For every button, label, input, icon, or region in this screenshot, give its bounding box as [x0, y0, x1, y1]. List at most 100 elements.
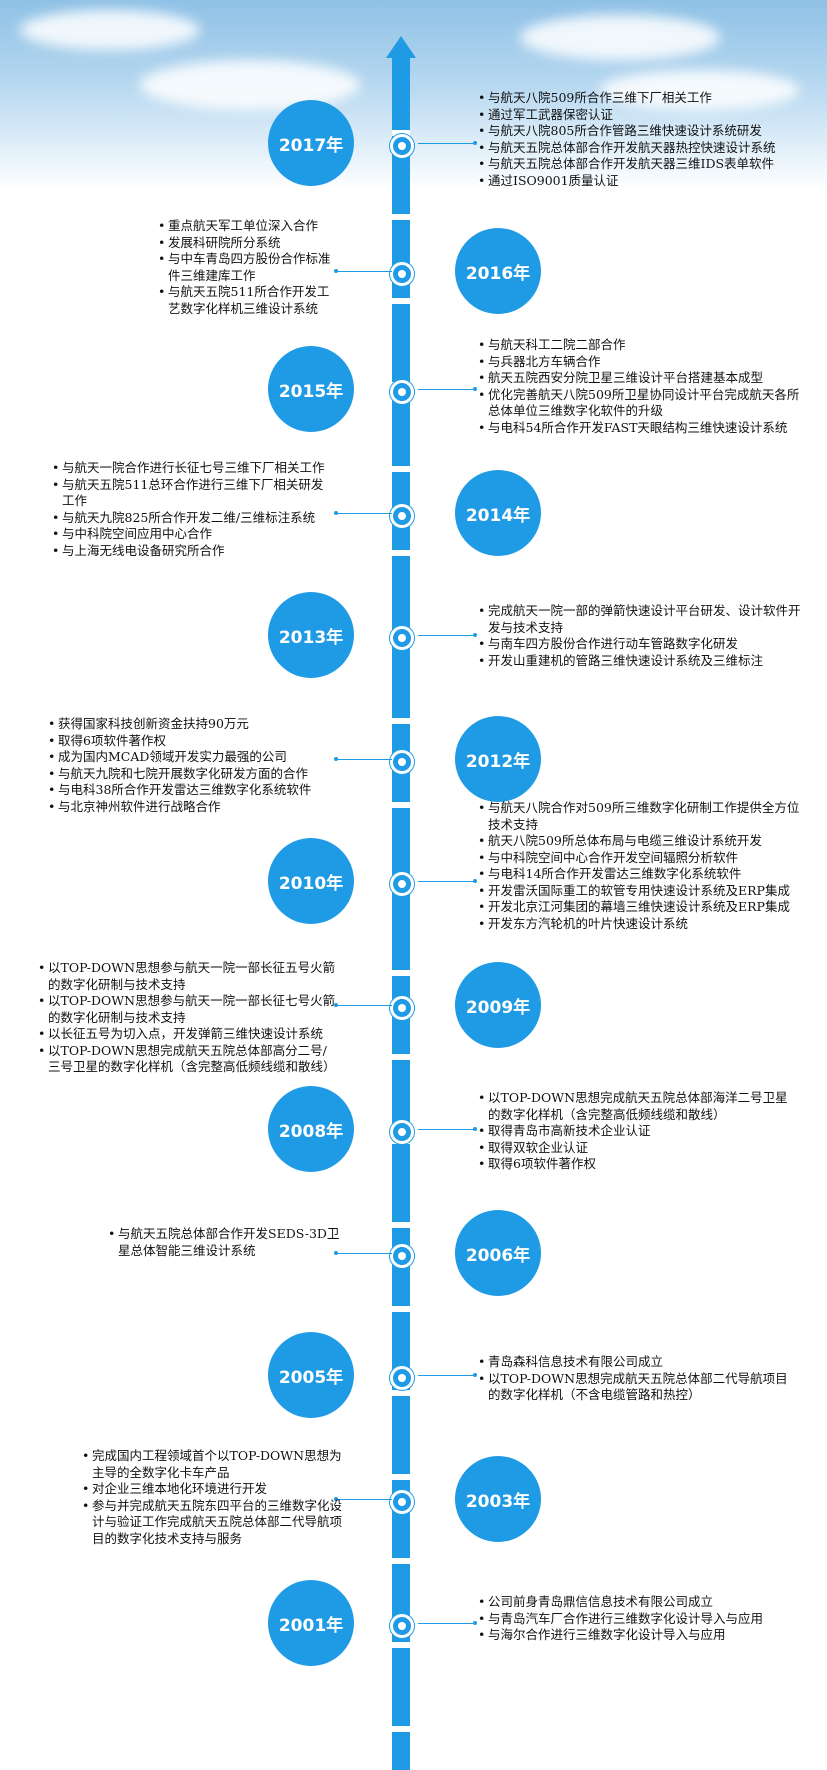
- list-item: 以TOP-DOWN思想完成航天五院总体部二代导航项目的数字化样机（不含电缆管路和…: [478, 1371, 798, 1404]
- list-item: 完成航天一院一部的弹箭快速设计平台研发、设计软件开发与技术支持: [478, 603, 808, 636]
- timeline-node: [390, 996, 414, 1020]
- connector-line: [336, 1253, 392, 1254]
- connector-dot: [473, 879, 477, 883]
- list-item: 取得6项软件著作权: [48, 733, 348, 750]
- timeline-node: [390, 1366, 414, 1390]
- year-badge: 2009年: [455, 962, 541, 1048]
- event-list: 公司前身青岛鼎信信息技术有限公司成立 与青岛汽车厂合作进行三维数字化设计导入与应…: [478, 1594, 808, 1644]
- event-list: 重点航天军工单位深入合作 发展科研院所分系统 与中车青岛四方股份合作标准件三维建…: [158, 218, 338, 317]
- list-item: 青岛森科信息技术有限公司成立: [478, 1354, 798, 1371]
- list-item: 以长征五号为切入点，开发弹箭三维快速设计系统: [38, 1026, 338, 1043]
- year-badge: 2015年: [268, 346, 354, 432]
- timeline-node: [390, 872, 414, 896]
- event-list: 获得国家科技创新资金扶持90万元 取得6项软件著作权 成为国内MCAD领域开发实…: [48, 716, 348, 815]
- event-list: 与航天八院509所合作三维下厂相关工作 通过军工武器保密认证 与航天八院805所…: [478, 90, 808, 189]
- connector-dot: [334, 511, 338, 515]
- list-item: 与上海无线电设备研究所合作: [52, 543, 332, 560]
- list-item: 与航天五院总体部合作开发航天器热控快速设计系统: [478, 140, 808, 157]
- year-badge: 2005年: [268, 1332, 354, 1418]
- list-item: 取得青岛市高新技术企业认证: [478, 1123, 798, 1140]
- list-item: 以TOP-DOWN思想完成航天五院总体部海洋二号卫星的数字化样机（含完整高低频线…: [478, 1090, 798, 1123]
- event-list: 青岛森科信息技术有限公司成立 以TOP-DOWN思想完成航天五院总体部二代导航项…: [478, 1354, 798, 1404]
- event-list: 与航天五院总体部合作开发SEDS-3D卫星总体智能三维设计系统: [108, 1226, 348, 1259]
- timeline-node: [390, 750, 414, 774]
- list-item: 与航天五院511所合作开发工艺数字化样机三维设计系统: [158, 284, 338, 317]
- timeline-node: [390, 1244, 414, 1268]
- connector-dot: [473, 141, 477, 145]
- list-item: 与中科院空间中心合作开发空间辐照分析软件: [478, 850, 803, 867]
- event-list: 以TOP-DOWN思想完成航天五院总体部海洋二号卫星的数字化样机（含完整高低频线…: [478, 1090, 798, 1173]
- event-list: 与航天八院合作对509所三维数字化研制工作提供全方位技术支持 航天八院509所总…: [478, 800, 803, 932]
- year-badge: 2003年: [455, 1456, 541, 1542]
- list-item: 与航天八院509所合作三维下厂相关工作: [478, 90, 808, 107]
- year-badge: 2013年: [268, 592, 354, 678]
- connector-line: [336, 513, 392, 514]
- list-item: 以TOP-DOWN思想参与航天一院一部长征七号火箭的数字化研制与技术支持: [38, 993, 338, 1026]
- timeline-node: [390, 1120, 414, 1144]
- list-item: 与航天九院825所合作开发二维/三维标注系统: [52, 510, 332, 527]
- cloud-decoration: [520, 15, 720, 60]
- connector-line: [418, 389, 474, 390]
- year-badge: 2012年: [455, 716, 541, 802]
- list-item: 与航天五院总体部合作开发航天器三维IDS表单软件: [478, 156, 808, 173]
- connector-line: [336, 1005, 392, 1006]
- list-item: 以TOP-DOWN思想参与航天一院一部长征五号火箭的数字化研制与技术支持: [38, 960, 338, 993]
- list-item: 与青岛汽车厂合作进行三维数字化设计导入与应用: [478, 1611, 808, 1628]
- connector-dot: [473, 633, 477, 637]
- list-item: 与航天九院和七院开展数字化研发方面的合作: [48, 766, 348, 783]
- connector-dot: [473, 1373, 477, 1377]
- timeline-node: [390, 134, 414, 158]
- connector-dot: [473, 1127, 477, 1131]
- event-list: 与航天一院合作进行长征七号三维下厂相关工作 与航天五院511总环合作进行三维下厂…: [52, 460, 332, 559]
- timeline-node: [390, 626, 414, 650]
- year-badge: 2017年: [268, 100, 354, 186]
- list-item: 与航天五院总体部合作开发SEDS-3D卫星总体智能三维设计系统: [108, 1226, 348, 1259]
- list-item: 与电科54所合作开发FAST天眼结构三维快速设计系统: [478, 420, 808, 437]
- event-list: 完成国内工程领域首个以TOP-DOWN思想为主导的全数字化卡车产品 对企业三维本…: [82, 1448, 347, 1547]
- connector-line: [418, 881, 474, 882]
- list-item: 与航天五院511总环合作进行三维下厂相关研发工作: [52, 477, 332, 510]
- list-item: 公司前身青岛鼎信信息技术有限公司成立: [478, 1594, 808, 1611]
- list-item: 开发雷沃国际重工的软管专用快速设计系统及ERP集成: [478, 883, 803, 900]
- connector-line: [418, 1375, 474, 1376]
- list-item: 通过军工武器保密认证: [478, 107, 808, 124]
- list-item: 与电科38所合作开发雷达三维数字化系统软件: [48, 782, 348, 799]
- list-item: 与中车青岛四方股份合作标准件三维建库工作: [158, 251, 338, 284]
- year-badge: 2014年: [455, 470, 541, 556]
- event-list: 完成航天一院一部的弹箭快速设计平台研发、设计软件开发与技术支持 与南车四方股份合…: [478, 603, 808, 669]
- timeline-node: [390, 1614, 414, 1638]
- list-item: 开发山重建机的管路三维快速设计系统及三维标注: [478, 653, 808, 670]
- list-item: 航天八院509所总体布局与电缆三维设计系统开发: [478, 833, 803, 850]
- list-item: 成为国内MCAD领域开发实力最强的公司: [48, 749, 348, 766]
- list-item: 以TOP-DOWN思想完成航天五院总体部高分二号/三号卫星的数字化样机（含完整高…: [38, 1043, 338, 1076]
- timeline-node: [390, 262, 414, 286]
- connector-line: [336, 759, 392, 760]
- list-item: 对企业三维本地化环境进行开发: [82, 1481, 347, 1498]
- timeline-node: [390, 504, 414, 528]
- connector-line: [418, 1129, 474, 1130]
- timeline-node: [390, 1490, 414, 1514]
- list-item: 与兵器北方车辆合作: [478, 354, 808, 371]
- list-item: 与航天八院合作对509所三维数字化研制工作提供全方位技术支持: [478, 800, 803, 833]
- list-item: 开发东方汽轮机的叶片快速设计系统: [478, 916, 803, 933]
- year-badge: 2001年: [268, 1580, 354, 1666]
- list-item: 发展科研院所分系统: [158, 235, 338, 252]
- connector-line: [418, 1623, 474, 1624]
- list-item: 完成国内工程领域首个以TOP-DOWN思想为主导的全数字化卡车产品: [82, 1448, 347, 1481]
- cloud-decoration: [20, 10, 200, 50]
- year-badge: 2010年: [268, 838, 354, 924]
- event-list: 以TOP-DOWN思想参与航天一院一部长征五号火箭的数字化研制与技术支持 以TO…: [38, 960, 338, 1076]
- timeline-spine: [392, 52, 410, 1770]
- list-item: 优化完善航天八院509所卫星协同设计平台完成航天各所总体单位三维数字化软件的升级: [478, 387, 808, 420]
- connector-line: [336, 271, 392, 272]
- list-item: 取得双软企业认证: [478, 1140, 798, 1157]
- list-item: 取得6项软件著作权: [478, 1156, 798, 1173]
- list-item: 与中科院空间应用中心合作: [52, 526, 332, 543]
- year-badge: 2016年: [455, 228, 541, 314]
- list-item: 参与并完成航天五院东四平台的三维数字化设计与验证工作完成航天五院总体部二代导航项…: [82, 1498, 347, 1548]
- timeline-arrow-top: [386, 36, 416, 58]
- event-list: 与航天科工二院二部合作 与兵器北方车辆合作 航天五院西安分院卫星三维设计平台搭建…: [478, 337, 808, 436]
- list-item: 与海尔合作进行三维数字化设计导入与应用: [478, 1627, 808, 1644]
- year-badge: 2006年: [455, 1210, 541, 1296]
- list-item: 与南车四方股份合作进行动车管路数字化研发: [478, 636, 808, 653]
